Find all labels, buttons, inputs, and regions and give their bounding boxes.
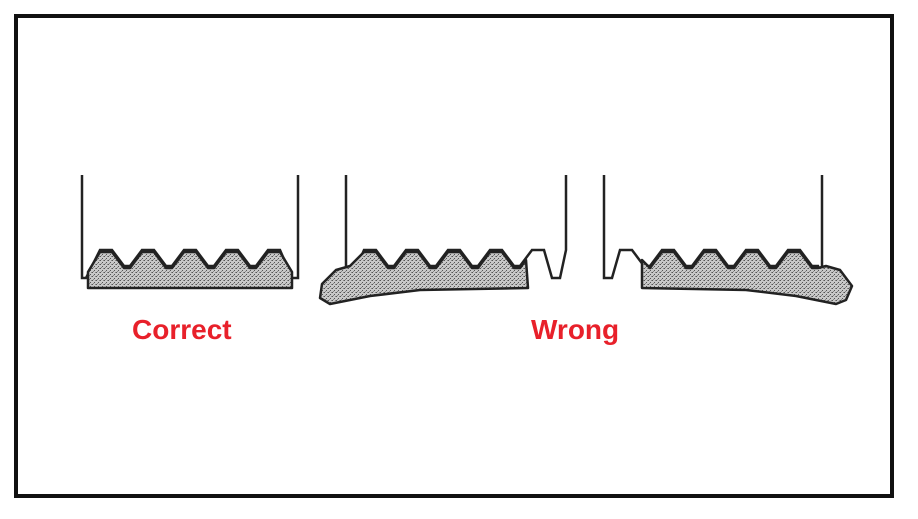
wrong-left-pulley-groove — [344, 175, 568, 280]
correct-label: Correct — [132, 314, 232, 345]
wrong-right-pulley-groove — [602, 175, 824, 280]
correct-pulley-groove — [80, 175, 300, 280]
wrong-label: Wrong — [531, 314, 620, 345]
wrong-belt-fit-left — [318, 175, 568, 306]
correct-belt — [86, 250, 294, 290]
correct-belt-fit — [80, 175, 300, 290]
wrong-left-belt — [318, 250, 530, 306]
wrong-belt-fit-right — [602, 175, 854, 306]
wrong-right-belt — [640, 250, 854, 306]
